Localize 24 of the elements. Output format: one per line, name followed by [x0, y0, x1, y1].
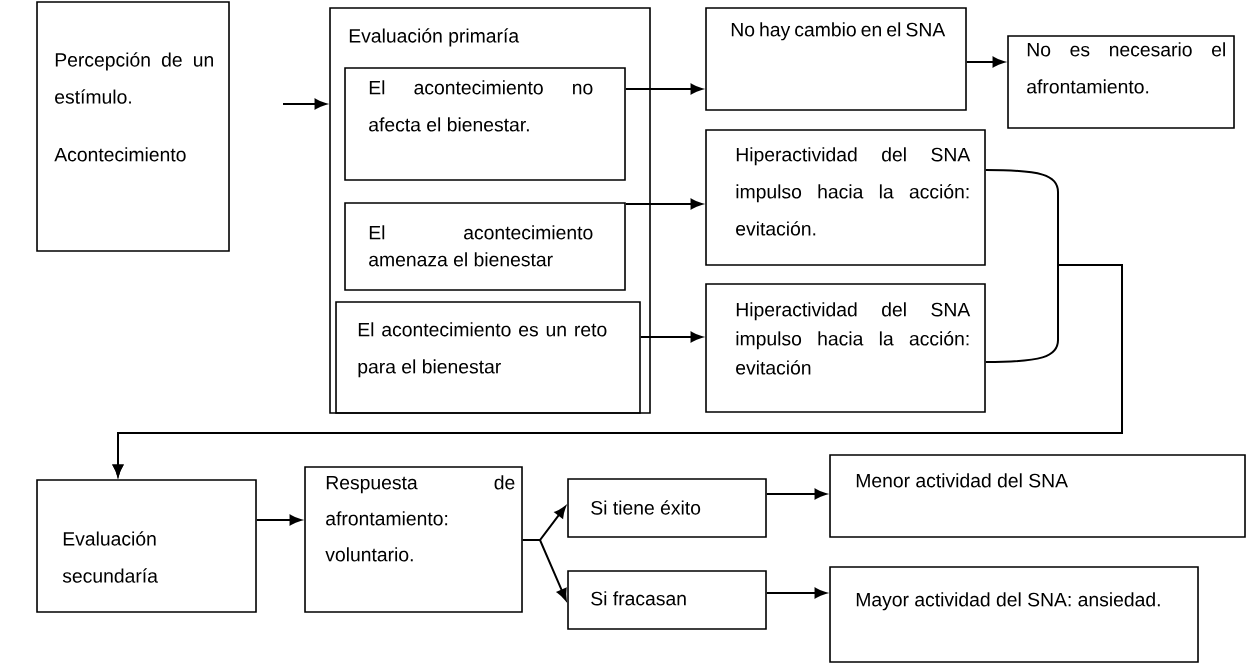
process-box: Hiperactividad del SNA impulso hacia la acción: evitación.	[705, 129, 986, 266]
arrow	[965, 56, 1005, 68]
process-box: Si tiene éxito	[567, 478, 767, 538]
process-box: Hiperactividad del SNA impulso hacia la acción: evitación	[705, 283, 986, 413]
arrow	[624, 198, 703, 210]
arrow	[282, 98, 327, 110]
process-box: No es necesario el afrontamiento.	[1007, 35, 1235, 129]
process-box: Mayor actividad del SNA: ansiedad.	[829, 566, 1199, 663]
arrow	[765, 488, 827, 500]
process-box: Menor actividad del SNA	[829, 454, 1246, 538]
arrow	[624, 83, 703, 95]
process-box: No hay cambio en el SNA	[705, 7, 967, 111]
process-box: Respuesta de afrontamiento: voluntario.	[304, 466, 523, 613]
process-box: El acontecimiento es un reto para el bienestar	[335, 301, 641, 414]
process-box: Si fracasan	[567, 570, 767, 630]
arrow	[639, 331, 703, 343]
arrow	[521, 539, 567, 601]
arrow	[765, 587, 827, 599]
arrow	[255, 514, 302, 526]
process-box: Percepción de un estímulo. Acontecimiento	[36, 1, 230, 252]
process-box: El acontecimiento amenaza el bienestar	[344, 202, 626, 291]
arrow	[112, 264, 1123, 477]
process-box: El acontecimiento no afecta el bienestar.	[344, 67, 626, 181]
process-box: Evaluación secundaría	[36, 479, 257, 613]
